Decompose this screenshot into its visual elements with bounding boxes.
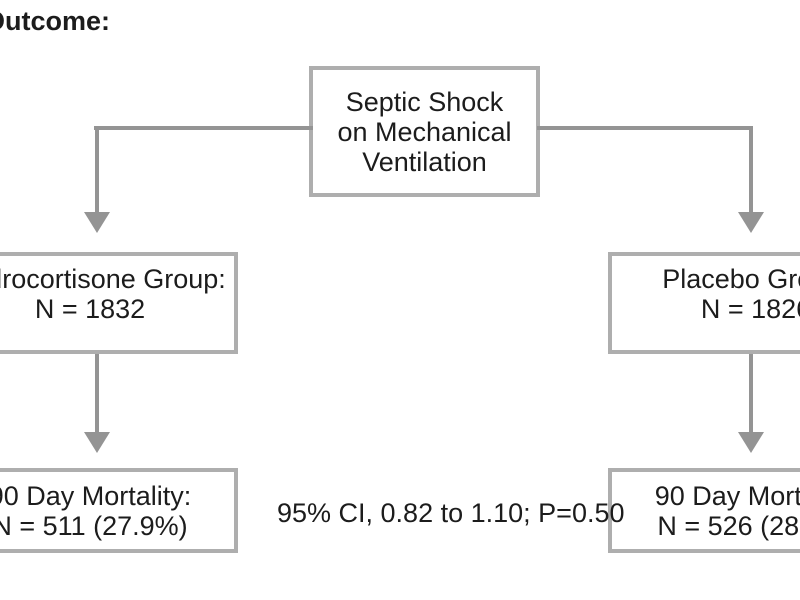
node-text-line: N = 511 (27.9%): [0, 510, 188, 541]
node-mortality-placebo: 90 Day Mortality: N = 526 (28.8%): [608, 468, 800, 553]
connector-right-vertical: [749, 126, 753, 213]
node-text-line: N = 526 (28.8%): [657, 510, 800, 541]
node-text-line: N = 1826: [700, 294, 800, 324]
connector-right-horizontal: [537, 126, 753, 130]
node-text-line: on Mechanical: [337, 116, 512, 147]
node-text-line: Placebo Group:: [662, 264, 800, 294]
node-text-line: 90 Day Mortality:: [654, 480, 800, 511]
node-text-line: Ventilation: [362, 146, 487, 177]
arrow-down-icon: [738, 212, 764, 233]
arrow-down-icon: [738, 432, 764, 453]
node-placebo-group: Placebo Group: N = 1826: [608, 252, 800, 354]
stats-annotation: 95% CI, 0.82 to 1.10; P=0.50: [277, 498, 625, 528]
arrow-down-icon: [84, 432, 110, 453]
node-text-line: N = 1832: [34, 294, 146, 324]
node-mortality-hydrocortisone: 90 Day Mortality: N = 511 (27.9%): [0, 468, 238, 553]
connector-left-vertical: [95, 126, 99, 213]
node-hydrocortisone-group: Hydrocortisone Group: N = 1832: [0, 252, 238, 354]
connector-left-group-to-outcome: [95, 354, 99, 433]
node-septic-shock: Septic Shock on Mechanical Ventilation: [309, 66, 540, 197]
connector-right-group-to-outcome: [749, 354, 753, 433]
node-text-line: Hydrocortisone Group:: [0, 264, 226, 294]
connector-left-horizontal: [94, 126, 313, 130]
node-text-line: 90 Day Mortality:: [0, 480, 192, 511]
page-title: Outcome:: [0, 6, 111, 36]
node-text-line: Septic Shock: [345, 86, 504, 117]
arrow-down-icon: [84, 212, 110, 233]
